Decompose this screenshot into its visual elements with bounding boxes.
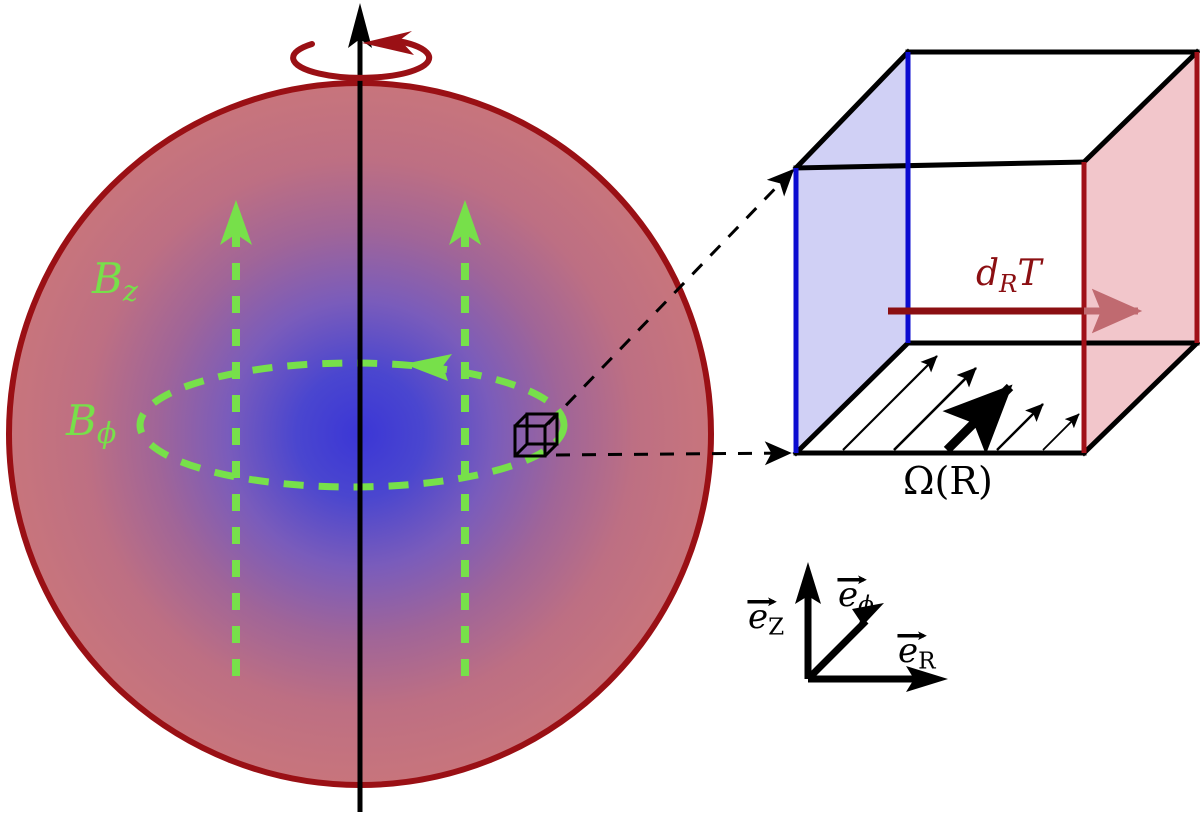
cube-outer-radial-face[interactable] — [1084, 52, 1197, 453]
e-phi-label-sub: ϕ — [858, 592, 874, 619]
bz-arrow-right-head — [449, 200, 481, 245]
toroidal-field-group — [136, 354, 568, 491]
bz-label-base: B — [92, 254, 123, 303]
vector-arrow-icon — [897, 631, 927, 640]
e-phi-label: eϕ — [837, 575, 874, 619]
e-r-label: eR — [897, 631, 936, 675]
rotation-axis-group — [348, 3, 372, 812]
drt-label-d: d — [976, 253, 1000, 294]
differential-rotation-arrows — [842, 355, 1080, 455]
poloidal-field-group — [220, 200, 481, 676]
e-z-label: eZ — [747, 597, 785, 641]
e-z-label-base: e — [748, 597, 769, 637]
bphi-label-base: B — [66, 396, 97, 445]
bz-arrow-left-head — [220, 200, 252, 245]
connector-group — [546, 168, 795, 466]
rotation-axis-arrowhead — [348, 3, 372, 48]
connector-upper — [546, 168, 795, 426]
drt-label-sub: R — [999, 268, 1018, 298]
drt-label: dRT — [976, 256, 1042, 296]
omega-r-label: Ω(R) — [903, 462, 993, 500]
e-phi-label-base: e — [838, 575, 859, 615]
bz-label: Bz — [92, 258, 138, 306]
drt-label-t: T — [1017, 253, 1042, 294]
rotation-direction-group — [290, 31, 433, 81]
e-r-label-base: e — [898, 631, 919, 671]
e-z-label-sub: Z — [768, 614, 785, 641]
omega-r-label-text: Ω(R) — [903, 459, 993, 503]
rotation-direction-arrowhead — [362, 31, 414, 55]
rotation-direction-ellipse — [290, 37, 433, 81]
vector-arrow-icon — [837, 575, 867, 584]
cube-inner-radial-face[interactable] — [796, 52, 908, 453]
bphi-label-sub: ϕ — [96, 415, 117, 450]
cube-group — [792, 48, 1200, 457]
bphi-label: Bϕ — [66, 400, 116, 448]
bz-label-sub: z — [122, 273, 138, 308]
connector-lower — [555, 441, 792, 466]
cylindrical-basis-triad — [795, 562, 948, 692]
bphi-arrowhead — [404, 354, 452, 381]
e-r-label-sub: R — [918, 648, 936, 675]
vector-arrow-icon — [747, 597, 777, 606]
bphi-ellipse — [136, 359, 568, 491]
